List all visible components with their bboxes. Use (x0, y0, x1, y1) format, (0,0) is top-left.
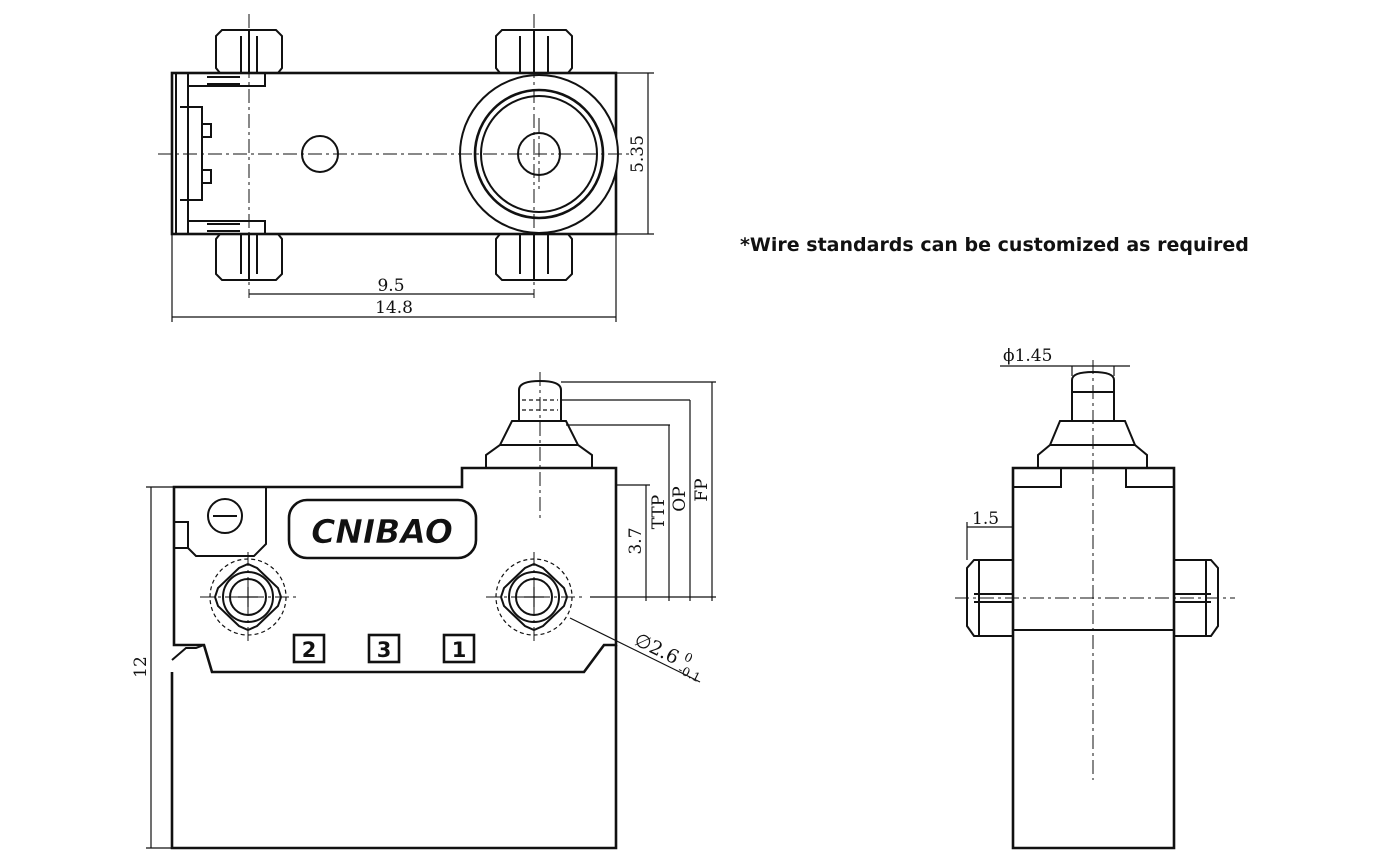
terminal-label: 1 (452, 638, 467, 662)
dim-fp: FP (692, 478, 712, 501)
front-view: CNIBAO 2 3 1 (131, 372, 716, 850)
dim-mount-height: 3.7 (626, 527, 646, 554)
side-view: ϕ1.45 1.5 (955, 346, 1235, 850)
terminal-label-box (292, 633, 326, 664)
top-view: 5.35 9.5 14.8 (158, 14, 654, 322)
dim-length: 14.8 (375, 298, 413, 318)
dim-total-height: 12 (131, 656, 151, 678)
terminal-side (966, 559, 1013, 637)
terminal-label-box (367, 633, 401, 664)
dim-pin-spacing: 9.5 (377, 276, 404, 296)
terminal-label-box (442, 633, 476, 664)
terminal-label: 2 (302, 638, 317, 662)
dim-top-height: 5.35 (628, 135, 648, 173)
terminal-label: 3 (377, 638, 392, 662)
dim-ttp: TTP (649, 495, 669, 529)
dim-hole-diameter: ∅2.6 (631, 629, 683, 669)
dim-op: OP (670, 486, 690, 511)
wire-note: *Wire standards can be customized as req… (740, 234, 1249, 256)
brand-logo: CNIBAO (311, 512, 453, 551)
brand-plate (287, 498, 478, 560)
dim-terminal-offset: 1.5 (972, 509, 999, 529)
dim-plunger-diameter: ϕ1.45 (1003, 346, 1052, 366)
